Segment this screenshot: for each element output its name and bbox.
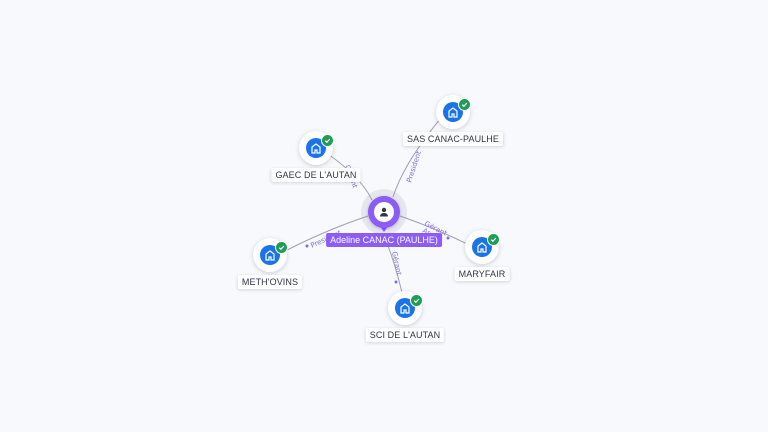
- company-label-sci: SCI DE L'AUTAN: [365, 328, 445, 342]
- company-label-methovins: METH'OVINS: [237, 275, 303, 289]
- edge-sas: [392, 111, 447, 198]
- verified-check-icon: [275, 241, 288, 254]
- verified-check-icon: [410, 294, 423, 307]
- verified-check-icon: [458, 98, 471, 111]
- edge-label-sci: Gérant: [390, 251, 403, 276]
- person-pin: [368, 196, 400, 228]
- verified-check-icon: [321, 134, 334, 147]
- edge-label-sas: President: [405, 150, 423, 184]
- pin-tip: [379, 225, 389, 232]
- verified-check-icon: [487, 233, 500, 246]
- company-label-sas: SAS CANAC-PAULHE: [403, 132, 503, 146]
- company-label-maryfair: MARYFAIR: [454, 267, 510, 281]
- edge-arrow-methovins: [305, 244, 309, 248]
- person-icon: [374, 202, 394, 222]
- person-label: Adeline CANAC (PAULHE): [326, 233, 442, 247]
- company-label-gaec: GAEC DE L'AUTAN: [271, 168, 361, 182]
- edge-arrow-maryfair: [446, 236, 450, 240]
- edge-arrow-sci: [394, 280, 398, 284]
